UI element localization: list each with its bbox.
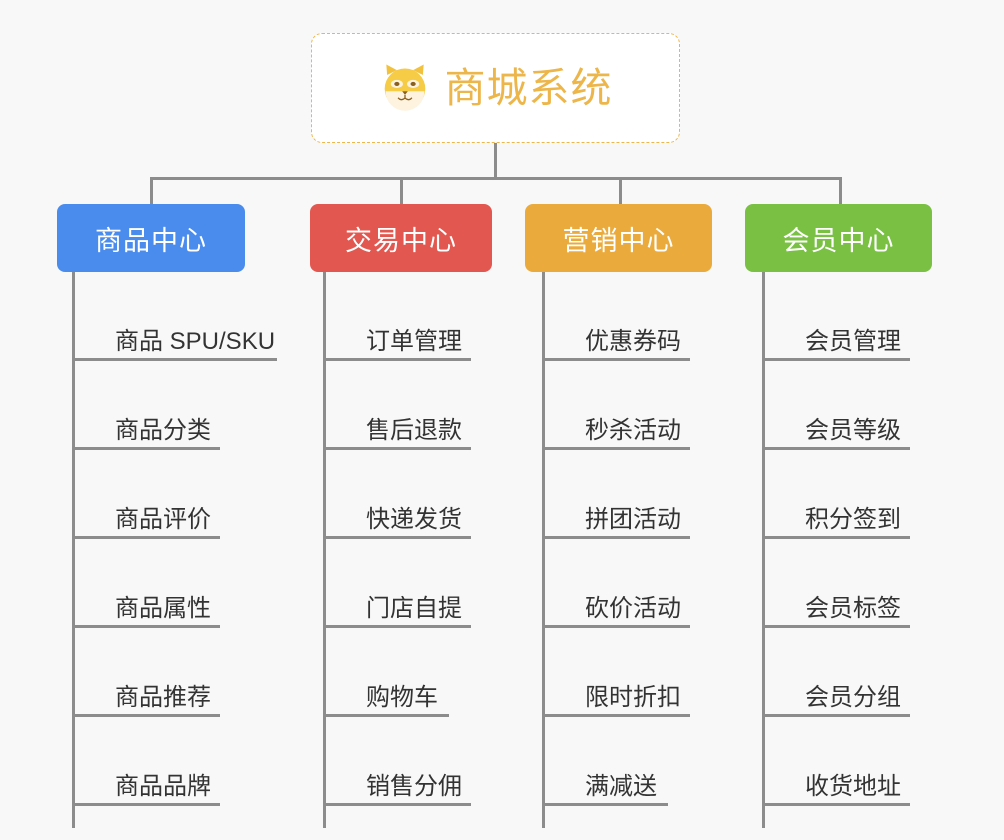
category-header-3-label: 营销中心 — [562, 225, 675, 256]
leaf-label: 砍价活动 — [585, 595, 681, 622]
leaf-label: 售后退款 — [366, 417, 462, 444]
leaf-rule — [72, 536, 220, 539]
leaf-rule — [323, 714, 449, 717]
leaf-rule — [542, 714, 690, 717]
leaf-rule — [72, 714, 220, 717]
leaf-label: 商品评价 — [115, 506, 211, 533]
root-label: 商城系统 — [444, 64, 613, 111]
leaf-rule — [542, 803, 668, 806]
leaf-label: 会员分组 — [805, 684, 901, 711]
leaf-rule — [762, 625, 910, 628]
leaf-label: 会员等级 — [805, 417, 901, 444]
leaf-label: 销售分佣 — [366, 773, 462, 800]
leaf-label: 拼团活动 — [585, 506, 681, 533]
leaf-rule — [762, 447, 910, 450]
category-column-4: 会员中心 — [745, 204, 932, 272]
leaf-spine-2 — [323, 272, 326, 828]
leaf-label: 购物车 — [366, 684, 438, 711]
connector-drop-4 — [839, 177, 842, 205]
category-header-1[interactable]: 商品中心 — [57, 204, 245, 272]
category-header-4-label: 会员中心 — [782, 225, 895, 256]
category-header-4[interactable]: 会员中心 — [745, 204, 932, 272]
leaf-label: 会员管理 — [805, 328, 901, 355]
leaf-rule — [542, 625, 690, 628]
leaf-rule — [542, 358, 690, 361]
leaf-label: 限时折扣 — [585, 684, 681, 711]
connector-drop-2 — [400, 177, 403, 205]
category-header-2[interactable]: 交易中心 — [310, 204, 492, 272]
leaf-rule — [323, 536, 471, 539]
category-header-2-label: 交易中心 — [345, 225, 457, 256]
leaf-rule — [72, 625, 220, 628]
leaf-label: 门店自提 — [366, 595, 462, 622]
leaf-label: 快递发货 — [366, 506, 462, 533]
category-column-1: 商品中心 — [57, 204, 245, 272]
leaf-rule — [72, 803, 220, 806]
leaf-rule — [762, 714, 910, 717]
leaf-label: 商品分类 — [115, 417, 211, 444]
leaf-label: 商品推荐 — [115, 684, 211, 711]
category-header-3[interactable]: 营销中心 — [525, 204, 712, 272]
leaf-rule — [323, 447, 471, 450]
leaf-label: 商品属性 — [115, 595, 211, 622]
shiba-dog-face-icon — [379, 62, 431, 114]
category-header-1-label: 商品中心 — [95, 225, 207, 256]
leaf-label: 收货地址 — [805, 773, 901, 800]
connector-root-stem — [494, 143, 497, 180]
leaf-rule — [72, 447, 220, 450]
category-column-2: 交易中心 — [310, 204, 492, 272]
root-node[interactable]: 商城系统 — [311, 33, 680, 143]
category-column-3: 营销中心 — [525, 204, 712, 272]
leaf-rule — [762, 358, 910, 361]
leaf-rule — [762, 536, 910, 539]
leaf-rule — [72, 358, 277, 361]
connector-drop-3 — [619, 177, 622, 205]
leaf-label: 会员标签 — [805, 595, 901, 622]
leaf-rule — [542, 447, 690, 450]
leaf-rule — [542, 536, 690, 539]
leaf-rule — [323, 803, 471, 806]
leaf-label: 满减送 — [585, 773, 657, 800]
leaf-label: 积分签到 — [805, 506, 901, 533]
leaf-spine-4 — [762, 272, 765, 828]
leaf-rule — [762, 803, 910, 806]
leaf-label: 商品品牌 — [115, 773, 211, 800]
leaf-rule — [323, 625, 471, 628]
connector-bus — [150, 177, 842, 180]
leaf-spine-1 — [72, 272, 75, 828]
leaf-rule — [323, 358, 471, 361]
leaf-label: 商品 SPU/SKU — [115, 328, 276, 355]
leaf-spine-3 — [542, 272, 545, 828]
leaf-label: 秒杀活动 — [585, 417, 681, 444]
leaf-label: 优惠券码 — [585, 328, 681, 355]
connector-drop-1 — [150, 177, 153, 205]
leaf-label: 订单管理 — [366, 328, 462, 355]
